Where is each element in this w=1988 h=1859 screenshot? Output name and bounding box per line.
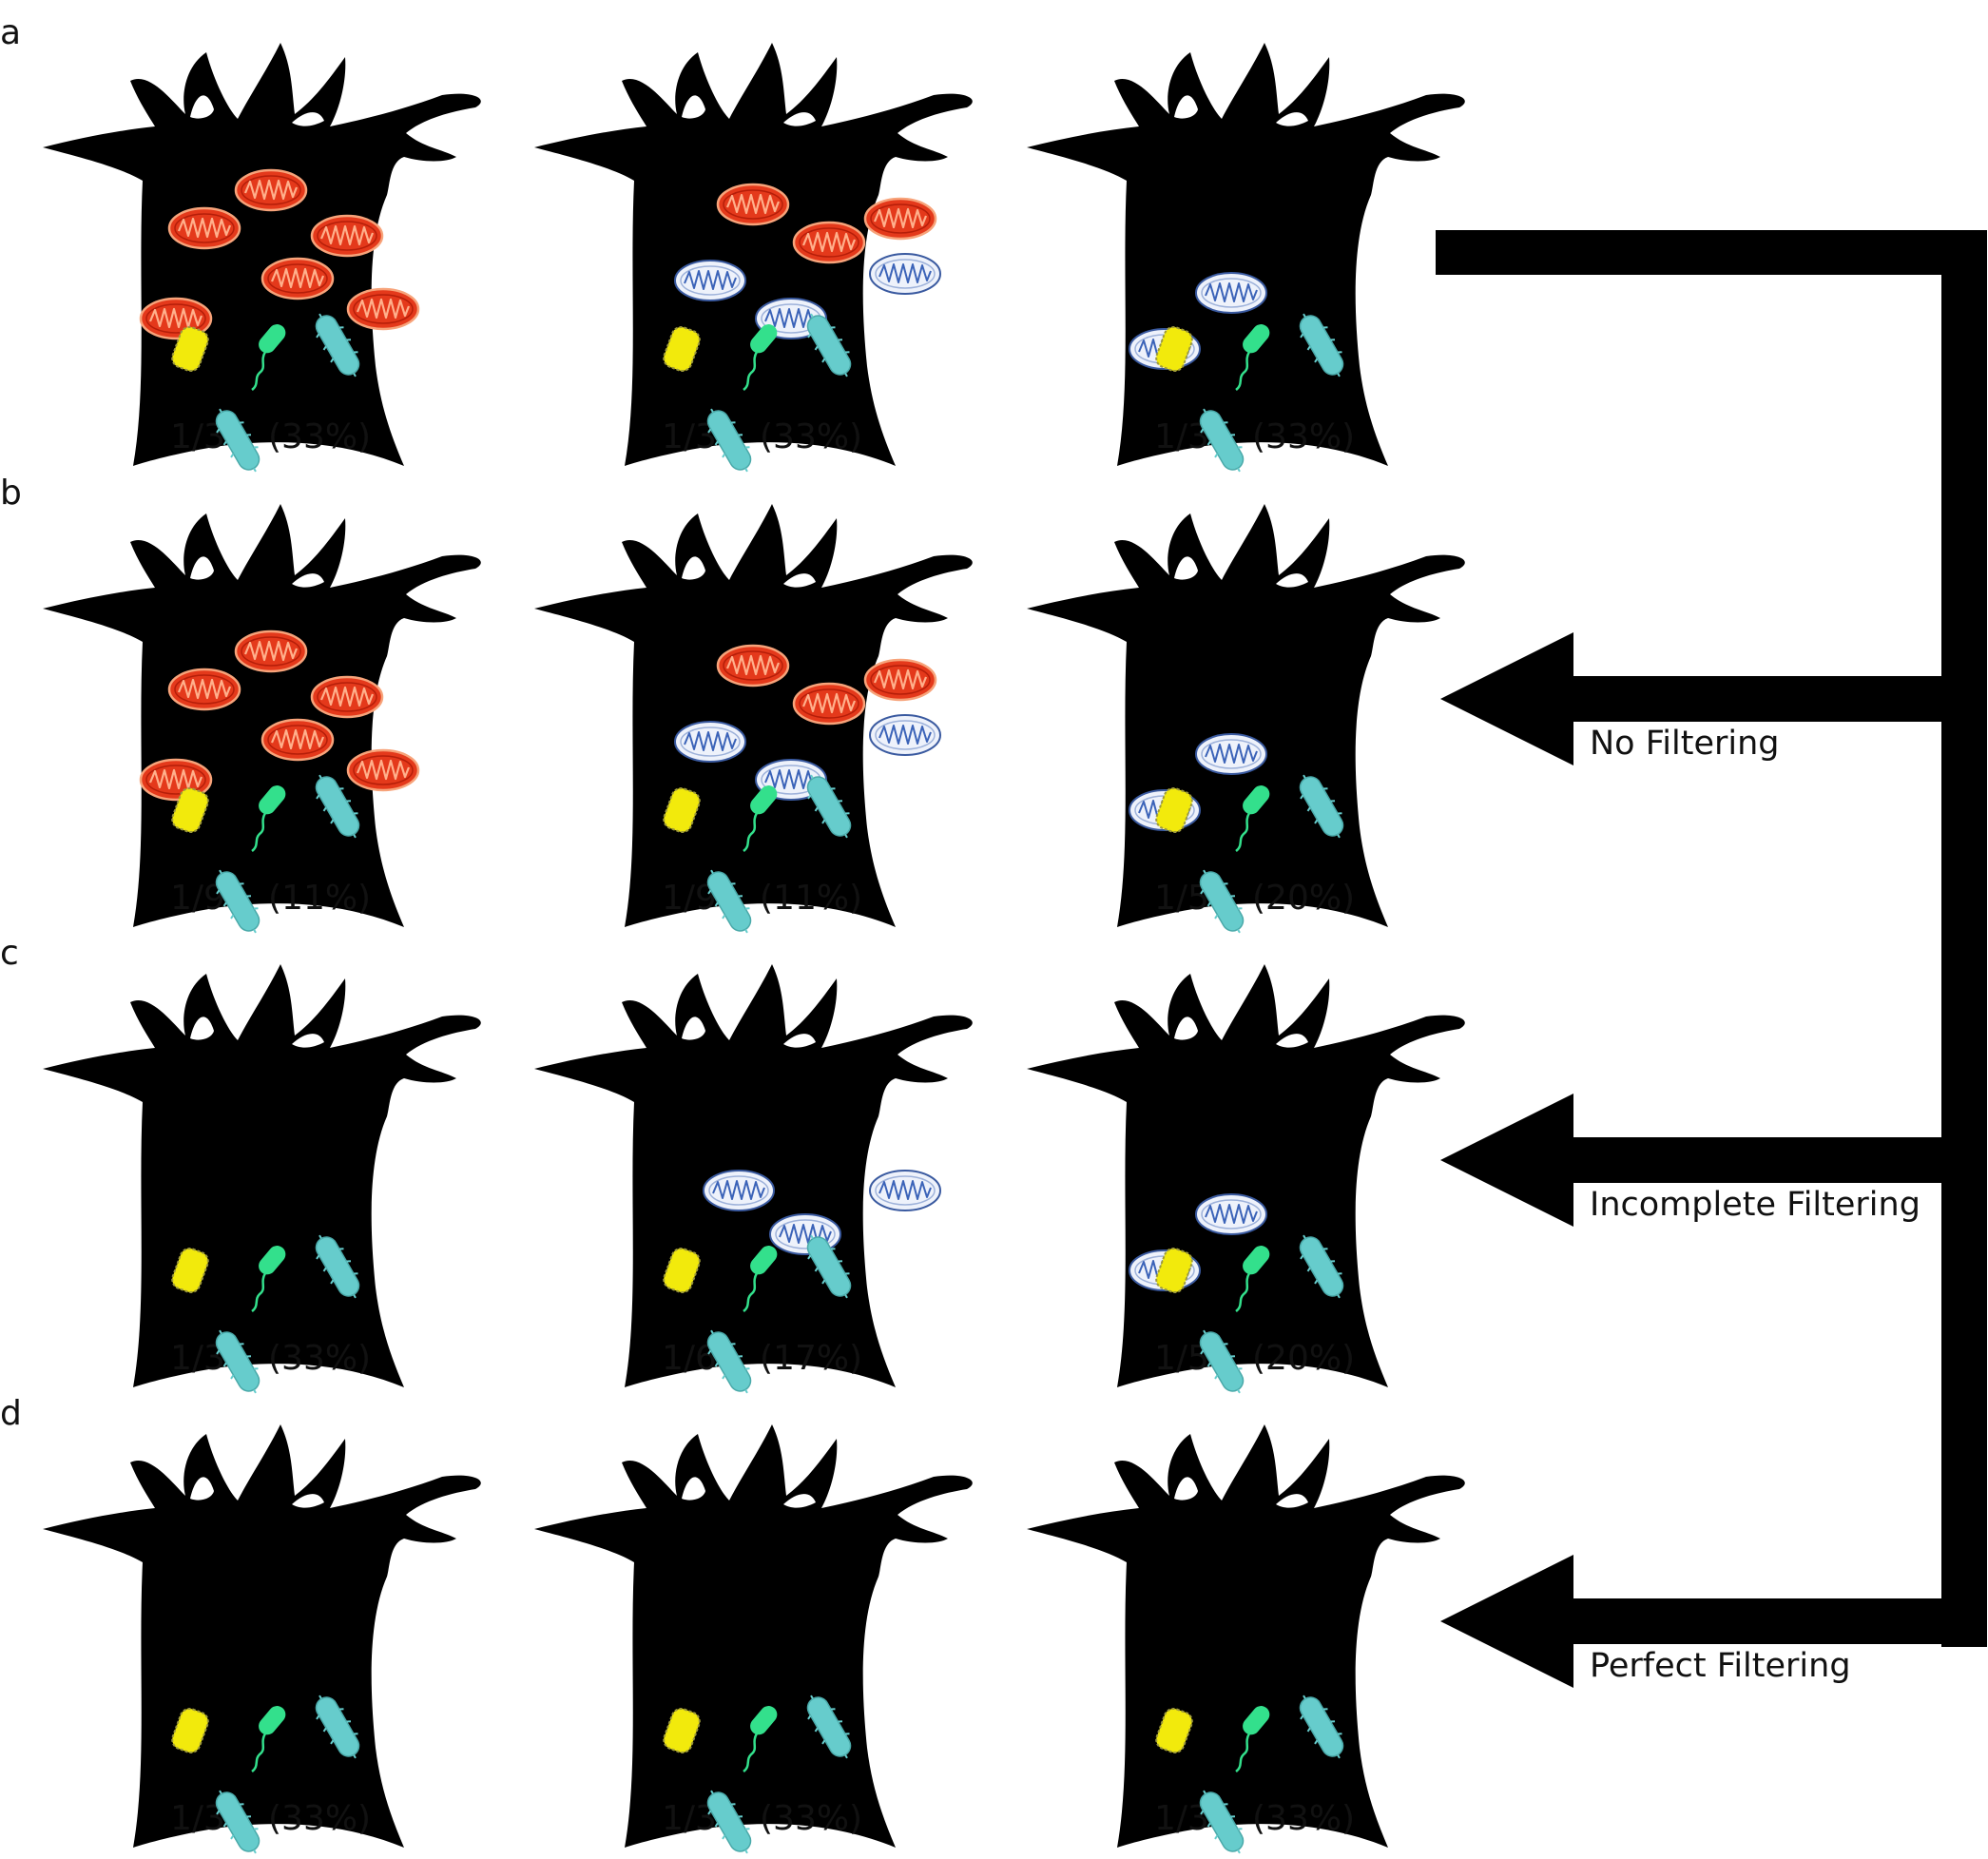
inactive-mitochondrion — [1195, 733, 1267, 775]
active-mitochondrion — [792, 221, 866, 264]
arrow-shaft — [1569, 676, 1987, 722]
caption-percent: (33%) — [268, 1799, 371, 1838]
filter-arrow-2 — [1440, 1094, 1987, 1227]
row-label-a: a — [0, 13, 21, 52]
caption-percent: (20%) — [1252, 879, 1355, 918]
cell-caption: 1/3(33%) — [662, 1782, 862, 1859]
caption-percent: (20%) — [1252, 1339, 1355, 1378]
caption-percent: (17%) — [760, 1339, 862, 1378]
row-d: 1/3(33%) 1/3(33%) 1/3(33%) — [43, 1424, 1465, 1859]
arrow-shaft — [1569, 1137, 1987, 1183]
active-mitochondrion — [167, 206, 241, 250]
cell-body — [43, 1424, 481, 1848]
active-mitochondrion — [346, 748, 420, 792]
active-mitochondrion — [261, 718, 335, 762]
cell-d-1: 1/3(33%) — [43, 1424, 481, 1859]
arrow-head — [1440, 632, 1573, 765]
cell-a-3: 1/3(33%) — [1027, 43, 1465, 480]
active-mitochondrion — [863, 197, 937, 241]
cell-caption: 1/3(33%) — [1154, 400, 1355, 480]
cell-caption: 1/9(11%) — [170, 862, 371, 941]
cell-a-2: 1/3(33%) — [534, 43, 973, 480]
filtering-bracket — [1436, 230, 1987, 1647]
cell-b-2: 1/9(11%) — [534, 504, 973, 941]
caption-percent: (11%) — [760, 879, 862, 918]
active-mitochondrion — [234, 629, 308, 673]
inactive-mitochondrion — [1195, 272, 1267, 314]
active-mitochondrion — [310, 214, 384, 258]
cell-caption: 1/3(33%) — [170, 1322, 371, 1402]
inactive-mitochondrion — [1195, 1193, 1267, 1235]
cell-caption: 1/9(11%) — [662, 862, 862, 941]
cell-caption: 1/3(33%) — [1154, 1782, 1355, 1859]
active-mitochondrion — [310, 675, 384, 719]
cell-caption: 1/3(33%) — [662, 400, 862, 480]
caption-percent: (33%) — [760, 417, 862, 456]
cell-body — [1027, 964, 1465, 1387]
active-mitochondrion — [167, 668, 241, 711]
row-c: 1/3(33%) 1/6(17%) 1/5(20%) — [43, 964, 1465, 1402]
label-incomplete-filtering: Incomplete Filtering — [1590, 1186, 1920, 1224]
cell-body — [534, 1424, 973, 1848]
row-b: 1/9(11%) 1/9(11%) 1/5(20%) — [43, 504, 1465, 941]
inactive-mitochondrion — [869, 1170, 941, 1211]
cell-body — [43, 964, 481, 1387]
cell-body — [1027, 504, 1465, 927]
cell-body — [43, 504, 481, 927]
row-label-d: d — [0, 1394, 22, 1433]
cell-c-1: 1/3(33%) — [43, 964, 481, 1402]
inactive-mitochondrion — [674, 721, 746, 763]
cell-a-1: 1/3(33%) — [43, 43, 481, 480]
cell-caption: 1/3(33%) — [170, 400, 371, 480]
active-mitochondrion — [346, 287, 420, 331]
caption-percent: (11%) — [268, 879, 371, 918]
cell-b-1: 1/9(11%) — [43, 504, 481, 941]
arrow-head — [1440, 1555, 1573, 1688]
inactive-mitochondrion — [869, 714, 941, 756]
bracket-top-bar — [1436, 230, 1987, 275]
caption-percent: (33%) — [1252, 1799, 1355, 1838]
inactive-mitochondrion — [674, 260, 746, 301]
label-perfect-filtering: Perfect Filtering — [1590, 1647, 1851, 1685]
inactive-mitochondrion — [869, 253, 941, 295]
active-mitochondrion — [716, 183, 790, 226]
caption-percent: (33%) — [268, 417, 371, 456]
caption-percent: (33%) — [760, 1799, 862, 1838]
cell-d-3: 1/3(33%) — [1027, 1424, 1465, 1859]
cell-b-3: 1/5(20%) — [1027, 504, 1465, 941]
cell-caption: 1/5(20%) — [1154, 1322, 1355, 1402]
filter-arrow-3 — [1440, 1555, 1987, 1688]
bracket-vertical-bar — [1941, 230, 1987, 1647]
cell-body — [1027, 43, 1465, 466]
cell-c-3: 1/5(20%) — [1027, 964, 1465, 1402]
cell-body — [1027, 1424, 1465, 1848]
label-no-filtering: No Filtering — [1590, 725, 1780, 763]
cell-caption: 1/5(20%) — [1154, 862, 1355, 941]
row-a: 1/3(33%) 1/3(33%) 1/3(33%) — [43, 43, 1465, 480]
filter-arrow-1 — [1440, 632, 1987, 765]
active-mitochondrion — [716, 644, 790, 687]
cell-c-2: 1/6(17%) — [534, 964, 973, 1402]
inactive-mitochondrion — [703, 1170, 775, 1211]
caption-percent: (33%) — [268, 1339, 371, 1378]
cell-d-2: 1/3(33%) — [534, 1424, 973, 1859]
cell-caption: 1/3(33%) — [170, 1782, 371, 1859]
active-mitochondrion — [863, 658, 937, 702]
active-mitochondrion — [792, 682, 866, 726]
caption-percent: (33%) — [1252, 417, 1355, 456]
row-label-c: c — [0, 934, 19, 973]
arrow-shaft — [1569, 1598, 1987, 1644]
row-label-b: b — [0, 474, 22, 513]
active-mitochondrion — [234, 168, 308, 212]
active-mitochondrion — [261, 257, 335, 300]
arrow-head — [1440, 1094, 1573, 1227]
cell-caption: 1/6(17%) — [662, 1322, 862, 1402]
cell-body — [43, 43, 481, 466]
